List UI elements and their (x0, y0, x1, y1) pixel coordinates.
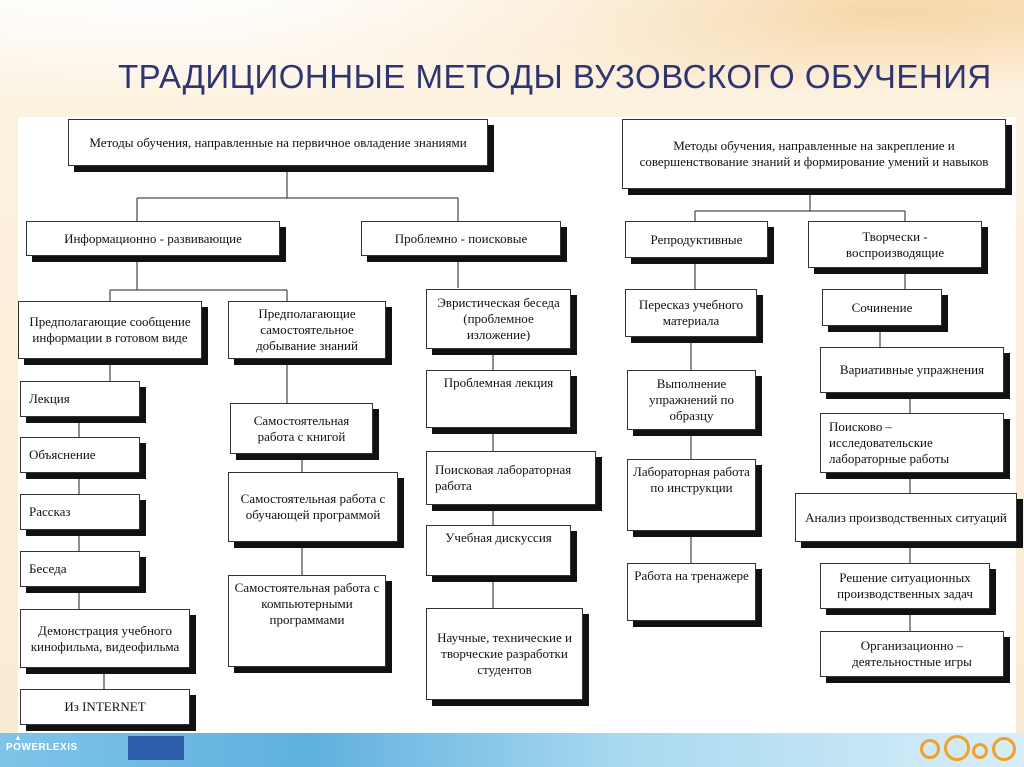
problem-item-lecture: Проблемная лекция (426, 370, 571, 428)
repro-item-simulator: Работа на тренажере (627, 563, 756, 621)
creative-item-variative: Вариативные упражнения (820, 347, 1004, 393)
decorative-square (128, 736, 184, 760)
background-glow (0, 0, 1024, 120)
creative-item-essay: Сочинение (822, 289, 942, 326)
repro-item-exercises: Выполнение упражнений по образцу (627, 370, 756, 430)
reproductive-box: Репродуктивные (625, 221, 768, 258)
ready-item-explanation: Объяснение (20, 437, 140, 473)
ready-item-conversation: Беседа (20, 551, 140, 587)
root-right-box: Методы обучения, направленные на закрепл… (622, 119, 1006, 189)
ready-item-lecture: Лекция (20, 381, 140, 417)
creative-item-research-lab: Поисково – исследовательские лабораторны… (820, 413, 1004, 473)
creative-item-tasks: Решение ситуационных производственных за… (820, 563, 990, 609)
self-item-computer: Самостоятельная работа с компьютерными п… (228, 575, 386, 667)
creative-item-games: Организационно – деятельностные игры (820, 631, 1004, 677)
slide-title: ТРАДИЦИОННЫЕ МЕТОДЫ ВУЗОВСКОГО ОБУЧЕНИЯ (118, 58, 992, 95)
brand-logo-mark: ▲ (14, 733, 22, 742)
problem-item-research: Научные, технические и творческие разраб… (426, 608, 583, 700)
creative-box: Творчески - воспроизводящие (808, 221, 982, 268)
problem-item-lab: Поисковая лабораторная работа (426, 451, 596, 505)
info-developing-box: Информационно - развивающие (26, 221, 280, 256)
repro-item-retell: Пересказ учебного материала (625, 289, 757, 337)
problem-item-discussion: Учебная дискуссия (426, 525, 571, 576)
creative-item-analysis: Анализ производственных ситуаций (795, 493, 1017, 542)
info-ready-box: Предполагающие сообщение информации в го… (18, 301, 202, 359)
self-item-book: Самостоятельная работа с книгой (230, 403, 373, 454)
self-item-program: Самостоятельная работа с обучающей прогр… (228, 472, 398, 542)
ready-item-film: Демонстрация учебного кинофильма, видеоф… (20, 609, 190, 668)
brand-logo: POWERLEXIS (6, 742, 78, 753)
ready-item-internet: Из INTERNET (20, 689, 190, 725)
info-self-box: Предполагающие самостоятельное добывание… (228, 301, 386, 359)
root-left-box: Методы обучения, направленные на первичн… (68, 119, 488, 166)
decorative-circles (900, 735, 1024, 767)
problem-search-box: Проблемно - поисковые (361, 221, 561, 256)
problem-item-heuristic: Эвристическая беседа (проблемное изложен… (426, 289, 571, 349)
ready-item-story: Рассказ (20, 494, 140, 530)
repro-item-lab: Лабораторная работа по инструкции (627, 459, 756, 531)
